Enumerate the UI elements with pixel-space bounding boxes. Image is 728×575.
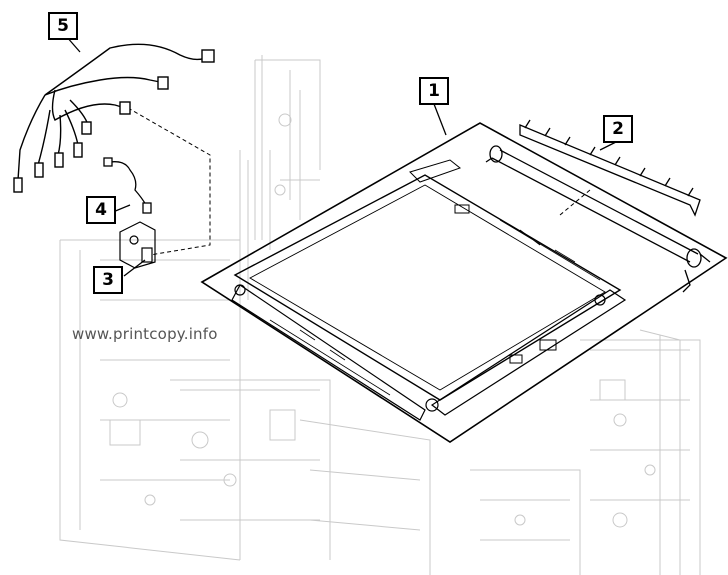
transfer-roller-part (485, 119, 711, 293)
callout-1: 1 (419, 77, 449, 105)
dashed-leader-lines (127, 107, 591, 256)
small-cable-part (103, 157, 152, 214)
callout-2: 2 (603, 115, 633, 143)
transfer-belt-unit-part (200, 122, 728, 443)
callout-5: 5 (48, 12, 78, 40)
sensor-bracket-part (119, 221, 156, 269)
wire-harness-part (13, 43, 215, 193)
watermark-text: www.printcopy.info (72, 325, 218, 343)
ghosted-printer-frame (59, 55, 701, 575)
callout-3: 3 (93, 266, 123, 294)
callout-4: 4 (86, 196, 116, 224)
